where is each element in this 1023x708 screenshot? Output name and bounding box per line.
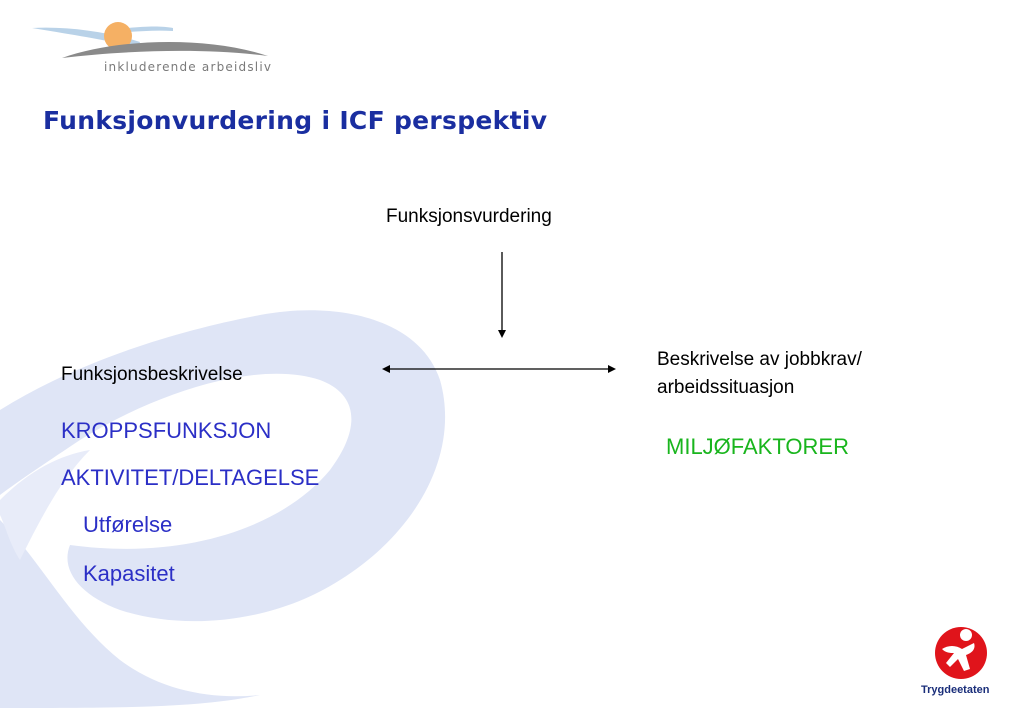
inkluderende-arbeidsliv-logo <box>32 22 268 58</box>
item-miljofaktorer: MILJØFAKTORER <box>666 434 849 459</box>
item-utforelse: Utførelse <box>83 512 173 537</box>
slide-title: Funksjonvurdering i ICF perspektiv <box>43 106 548 135</box>
right-label-line2: arbeidssituasjon <box>657 377 795 398</box>
item-kapasitet: Kapasitet <box>83 561 175 586</box>
item-aktivitet-deltagelse: AKTIVITET/DELTAGELSE <box>61 465 320 490</box>
item-kroppsfunksjon: KROPPSFUNKSJON <box>61 418 272 443</box>
trygdeetaten-logo-icon <box>935 627 987 679</box>
top-label: Funksjonsvurdering <box>386 206 552 227</box>
right-label-line1: Beskrivelse av jobbkrav/ <box>657 349 862 370</box>
left-label: Funksjonsbeskrivelse <box>61 364 243 385</box>
logo-text: inkluderende arbeidsliv <box>104 60 273 74</box>
trygdeetaten-brand-text: Trygdeetaten <box>921 684 990 696</box>
